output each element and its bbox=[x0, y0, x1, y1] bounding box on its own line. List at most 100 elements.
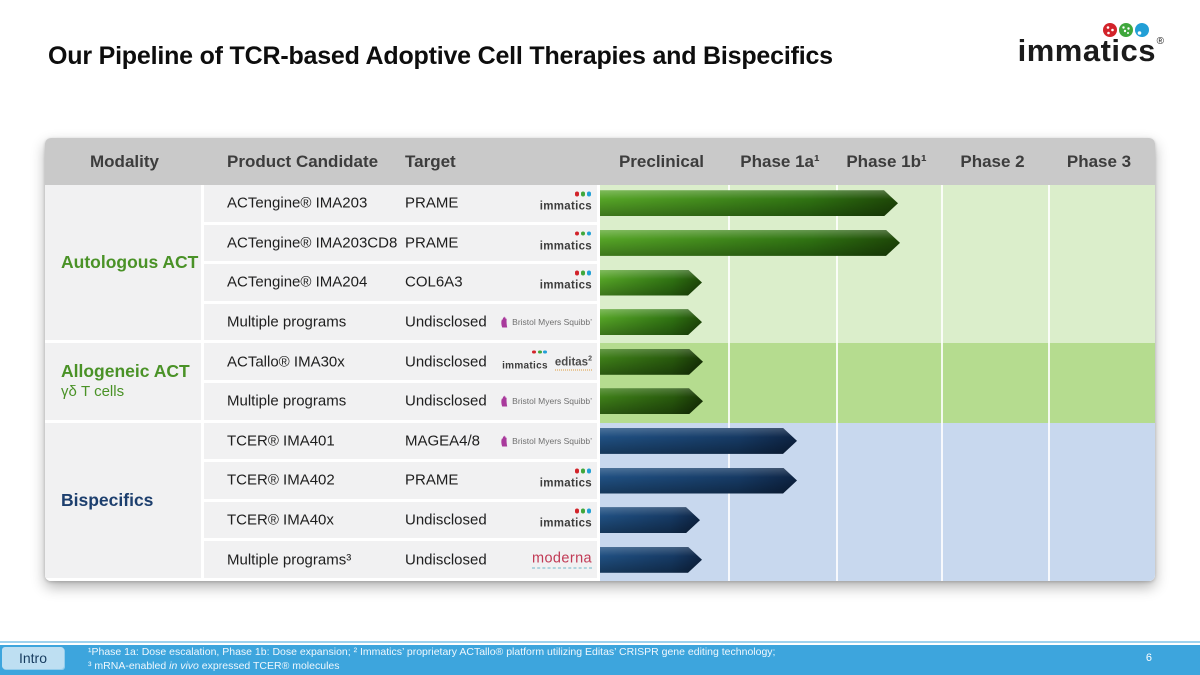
dot-b-icon bbox=[586, 508, 591, 514]
row-background: ACTengine® IMA203 PRAME immatics bbox=[204, 185, 597, 222]
target-name: Undisclosed bbox=[405, 392, 487, 410]
progress-bar bbox=[600, 547, 702, 573]
page-title: Our Pipeline of TCR-based Adoptive Cell … bbox=[48, 42, 833, 70]
product-candidate: Multiple programs bbox=[227, 392, 347, 410]
immatics-dots-icon bbox=[574, 270, 591, 276]
immatics-logo-wordmark: immatics bbox=[1017, 33, 1156, 68]
progress-bar bbox=[600, 388, 703, 414]
modality-label: Autologous ACT bbox=[61, 252, 199, 273]
partner-logo-editas: editas2 bbox=[554, 353, 592, 371]
table-row: Multiple programs Undisclosed Bristol Myer… bbox=[204, 382, 597, 423]
table-row: TCER® IMA40x Undisclosed immatics bbox=[204, 501, 597, 542]
target-name: PRAME bbox=[405, 194, 459, 212]
bms-hand-icon bbox=[501, 396, 508, 407]
partner-logo-bristol-myers-squibb: Bristol Myers Squibb’ bbox=[500, 395, 592, 407]
footer-top-line bbox=[0, 641, 1200, 643]
target-name: MAGEA4/8 bbox=[405, 432, 481, 450]
immatics-wordmark: immatics bbox=[502, 360, 548, 372]
intro-tab[interactable]: Intro bbox=[2, 647, 64, 669]
partner-logo-cell: immatics bbox=[539, 508, 592, 532]
bms-wordmark: Bristol Myers Squibb’ bbox=[512, 317, 592, 328]
partner-logo-cell: immatics bbox=[539, 270, 592, 294]
header-phase-4: Phase 2 bbox=[960, 151, 1025, 171]
pipeline-table: Modality Product Candidate Target Precli… bbox=[45, 138, 1155, 581]
partner-logo-cell: immatics editas2 bbox=[502, 350, 592, 373]
header-left-section: Product Candidate Target bbox=[204, 138, 597, 185]
footnote-line-1: ¹Phase 1a: Dose escalation, Phase 1b: Do… bbox=[88, 646, 776, 658]
dot-g-icon bbox=[580, 508, 585, 514]
bms-wordmark: Bristol Myers Squibb’ bbox=[512, 435, 592, 446]
progress-bar bbox=[600, 309, 702, 335]
partner-logo-cell: Bristol Myers Squibb’ bbox=[500, 316, 592, 328]
target-name: Undisclosed bbox=[405, 313, 487, 331]
partner-logo-bristol-myers-squibb: Bristol Myers Squibb’ bbox=[500, 316, 592, 328]
dot-g-icon bbox=[580, 270, 585, 276]
dot-g-icon bbox=[580, 468, 585, 474]
product-candidate: ACTengine® IMA204 bbox=[227, 273, 368, 291]
phase-column-separator-2 bbox=[836, 185, 838, 581]
immatics-wordmark: immatics bbox=[539, 279, 592, 292]
header-product-candidate: Product Candidate bbox=[227, 151, 379, 171]
partner-logo-immatics-editas: immatics editas2 bbox=[502, 350, 592, 373]
dot-g-icon bbox=[580, 231, 585, 236]
progress-bar bbox=[600, 428, 797, 454]
partner-logo-immatics: immatics bbox=[540, 231, 592, 254]
dot-r-icon bbox=[532, 350, 537, 354]
progress-bar bbox=[600, 468, 797, 494]
editas-footnote-sup: 2 bbox=[588, 355, 592, 363]
header-phase-5: Phase 3 bbox=[1066, 151, 1132, 171]
target-name: PRAME bbox=[405, 471, 459, 489]
product-candidate: ACTengine® IMA203 bbox=[227, 194, 368, 212]
immatics-logo-dots-icon bbox=[1103, 23, 1149, 37]
target-name: Undisclosed bbox=[405, 511, 487, 529]
dot-r-icon bbox=[574, 508, 579, 514]
progress-bar bbox=[600, 230, 900, 256]
immatics-dots-icon bbox=[574, 231, 591, 236]
dot-b-icon bbox=[586, 191, 591, 197]
progress-bar bbox=[600, 507, 700, 533]
immatics-wordmark: immatics bbox=[539, 517, 592, 530]
partner-logo-immatics: immatics bbox=[502, 350, 548, 373]
header-phase-3: Phase 1b¹ bbox=[846, 151, 927, 171]
header-phase-2: Phase 1a¹ bbox=[740, 151, 820, 171]
footer-bar bbox=[0, 645, 1200, 675]
bms-hand-icon bbox=[501, 316, 508, 328]
dot-b-icon bbox=[586, 231, 591, 236]
partner-logo-cell: Bristol Myers Squibb’ bbox=[500, 395, 592, 407]
partner-logo-cell: immatics bbox=[540, 468, 592, 492]
phase-column-separator-4 bbox=[1048, 185, 1050, 581]
partner-logo-cell: Bristol Myers Squibb’ bbox=[500, 435, 592, 447]
table-header-row: Modality Product Candidate Target Precli… bbox=[45, 138, 1155, 185]
partner-logo-cell: immatics bbox=[539, 191, 592, 215]
dot-r-icon bbox=[574, 270, 579, 276]
header-target: Target bbox=[405, 151, 456, 171]
target-name: Undisclosed bbox=[405, 551, 487, 569]
immatics-wordmark: immatics bbox=[539, 200, 592, 213]
page-number: 6 bbox=[1145, 652, 1152, 664]
target-name: PRAME bbox=[405, 234, 459, 252]
modality-sublabel: γδ T cells bbox=[61, 383, 125, 401]
row-background: TCER® IMA40x Undisclosed immatics bbox=[204, 501, 597, 539]
product-candidate: TCER® IMA40x bbox=[227, 511, 334, 529]
partner-logo-immatics: immatics bbox=[539, 270, 592, 294]
phase-column-separator-1 bbox=[728, 185, 730, 581]
dot-g-icon bbox=[537, 350, 542, 354]
dot-b-icon bbox=[543, 350, 547, 354]
